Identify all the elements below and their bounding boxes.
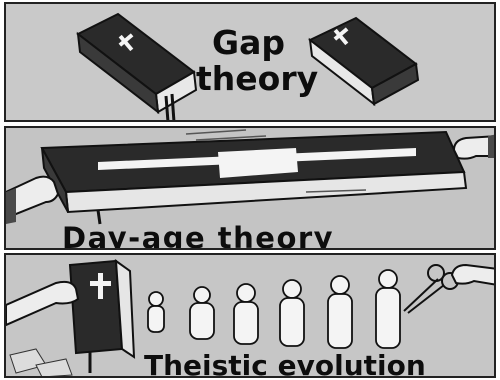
gap-theory-illustration bbox=[76, 12, 420, 120]
caption-theory: theory bbox=[196, 59, 319, 98]
motion-lines bbox=[185, 129, 367, 193]
day-age-illustration bbox=[6, 129, 494, 225]
caption-theistic-evolution: Theistic evolution bbox=[144, 349, 426, 378]
theistic-evolution-illustration bbox=[6, 258, 494, 376]
panel-theistic-evolution: Theistic evolution bbox=[4, 253, 496, 378]
stretched-bible bbox=[40, 130, 468, 225]
caption-gap: Gap bbox=[212, 23, 285, 62]
stretched-cross-icon bbox=[98, 148, 416, 178]
hand-icon bbox=[452, 134, 494, 160]
panel-day-age-theory: Day-age theory bbox=[4, 126, 496, 250]
paper-scraps bbox=[9, 348, 73, 376]
hand-icon bbox=[450, 263, 494, 286]
cross-icon bbox=[333, 27, 349, 46]
bible-right-half bbox=[308, 16, 420, 107]
cross-icon bbox=[90, 273, 111, 299]
caption-day-age-theory: Day-age theory bbox=[62, 221, 335, 250]
bible-left-half bbox=[76, 12, 198, 120]
human-cutout-icon bbox=[147, 269, 401, 349]
hand-icon bbox=[6, 280, 80, 327]
panel-gap-theory: Gap theory bbox=[4, 2, 496, 122]
hand-icon bbox=[6, 175, 60, 224]
scissors-icon bbox=[403, 264, 459, 314]
cross-icon bbox=[118, 33, 134, 52]
